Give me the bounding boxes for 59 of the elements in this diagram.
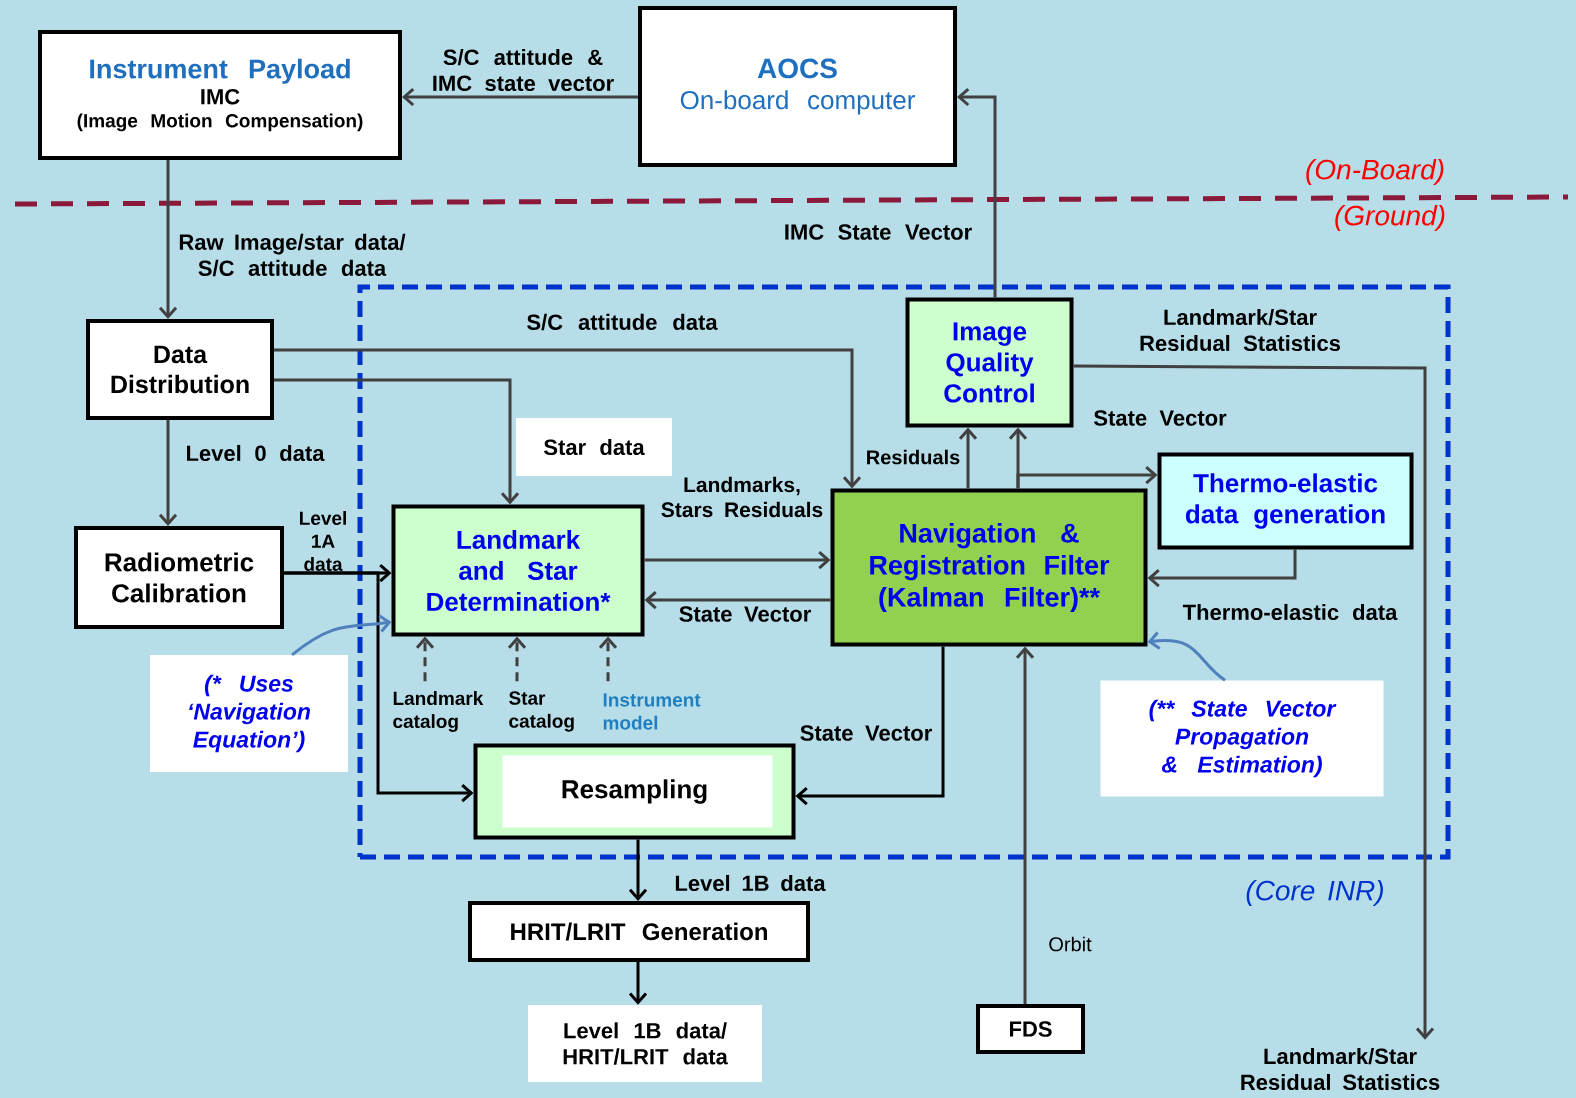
note-box: (** State Vector Propagation & Estimation) xyxy=(1100,680,1384,797)
edge-label: Landmark/Star Residual Statistics xyxy=(1140,308,1341,352)
catalog-text: Star catalog xyxy=(509,691,574,732)
process-box: Thermo-elastic data generation xyxy=(1157,452,1414,550)
edge-label: Orbit xyxy=(1049,936,1092,952)
edge-label: Raw Image/star data/ S/C attitude data xyxy=(179,233,406,277)
output-box: Level 1B data/ HRIT/LRIT data xyxy=(528,1005,762,1082)
arrow xyxy=(957,87,997,298)
region-label: (Ground) xyxy=(1335,204,1445,232)
arrow xyxy=(158,420,178,526)
edge-label: Landmarks, Stars Residuals xyxy=(661,476,823,518)
edge-label: Level 1B data xyxy=(675,874,826,892)
edge-label: IMC State Vector xyxy=(785,224,972,240)
process-box: Data Distribution xyxy=(86,319,274,420)
leader-line xyxy=(291,614,392,656)
arrow xyxy=(1016,465,1158,489)
edge-label: Level 0 data xyxy=(187,444,325,462)
process-box: Resampling xyxy=(473,743,796,840)
catalog-text: Landmark catalog xyxy=(393,691,484,732)
arrow xyxy=(958,427,978,489)
arrow xyxy=(1147,549,1297,588)
leader-line xyxy=(1147,631,1226,682)
note-box: (* Uses ‘Navigation Equation’) xyxy=(150,655,348,772)
edge-label: State Vector xyxy=(679,606,811,622)
arrow xyxy=(507,636,527,682)
edge-label: Residuals xyxy=(867,449,960,465)
process-box: Landmark and Star Determination* xyxy=(391,504,645,637)
process-box: HRIT/LRIT Generation xyxy=(468,901,810,962)
edge-label: State Vector xyxy=(1094,410,1227,426)
edge-label: S/C attitude & IMC state vector xyxy=(433,48,614,92)
edge-label: Level 1A data xyxy=(300,511,346,571)
arrow xyxy=(598,636,618,682)
arrow xyxy=(644,550,831,570)
arrow xyxy=(1073,364,1435,1040)
edge-label: S/C attitude data xyxy=(527,313,718,331)
process-box: AOCS On-board computer xyxy=(638,6,957,167)
node-label: (Core INR) xyxy=(1246,879,1383,907)
process-box: FDS xyxy=(976,1004,1085,1054)
arrow xyxy=(274,348,862,489)
process-box: Navigation & Registration Filter (Kalman Filter)** xyxy=(830,488,1148,647)
region-label: (On-Board) xyxy=(1306,158,1444,186)
arrow xyxy=(795,646,945,806)
arrow xyxy=(274,378,520,505)
process-box: Radiometric Calibration xyxy=(74,526,284,629)
arrow xyxy=(644,590,831,610)
arrow xyxy=(415,636,435,682)
edge-label: State Vector xyxy=(800,725,932,741)
process-box: Image Quality Control xyxy=(905,297,1074,428)
arrow xyxy=(158,160,178,319)
arrow xyxy=(1015,646,1035,1004)
arrow xyxy=(628,839,648,901)
arrow xyxy=(628,962,648,1005)
arrow xyxy=(284,571,474,803)
model-text: Instrument model xyxy=(603,693,701,730)
output-text: Landmark/Star Residual Statistics xyxy=(1241,1047,1440,1091)
process-box: Instrument Payload IMC (Image Motion Compensation) xyxy=(38,30,402,160)
edge-label: Star data xyxy=(516,418,672,476)
arrow xyxy=(402,87,638,107)
edge-label: Thermo-elastic data xyxy=(1182,603,1398,621)
